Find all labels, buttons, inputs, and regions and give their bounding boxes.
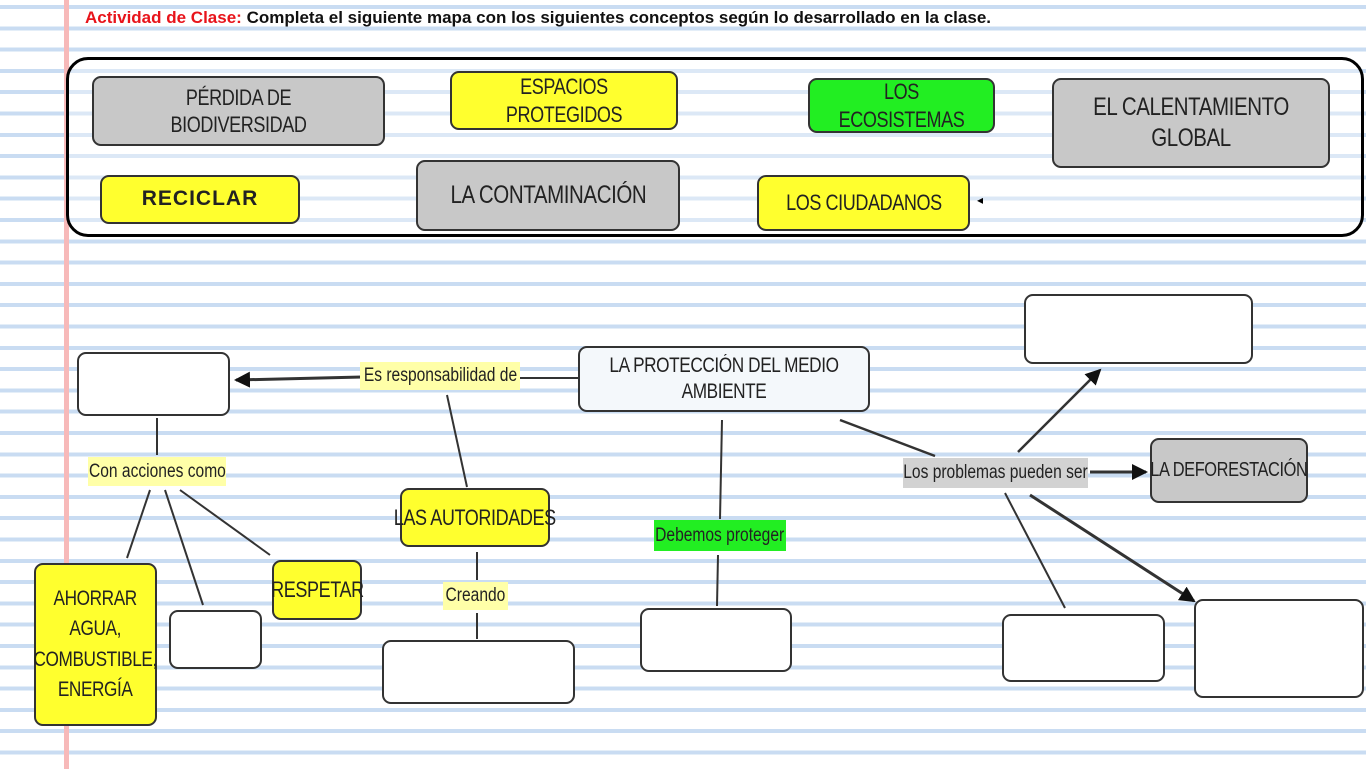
notebook-margin-line xyxy=(64,0,69,769)
concept-contaminacion[interactable]: LA CONTAMINACIÓN xyxy=(416,160,680,231)
node-text: EL CALENTAMIENTO GLOBAL xyxy=(1093,92,1289,152)
node-text: LA PROTECCIÓN DEL MEDIO AMBIENTE xyxy=(609,353,839,403)
title-text: Completa el siguiente mapa con los sigui… xyxy=(246,8,991,27)
blank-box-protect[interactable] xyxy=(640,608,792,672)
node-text: AHORRAR AGUA, COMBUSTIBLE, ENERGÍA xyxy=(33,586,158,701)
node-text: LA CONTAMINACIÓN xyxy=(450,180,646,209)
node-autoridades: LAS AUTORIDADES xyxy=(394,488,556,547)
node-ahorrar: AHORRAR AGUA, COMBUSTIBLE, ENERGÍA xyxy=(33,563,158,726)
blank-box-responsible[interactable] xyxy=(77,352,230,416)
concept-perdida-biodiversidad[interactable]: PÉRDIDA DE BIODIVERSIDAD xyxy=(92,76,385,146)
node-deforestacion: LA DEFORESTACIÓN xyxy=(1150,438,1308,503)
blank-box-creating[interactable] xyxy=(382,640,575,704)
node-text: RESPETAR xyxy=(270,577,364,603)
label-responsabilidad: Es responsabilidad de xyxy=(360,362,520,390)
node-text: ESPACIOS PROTEGIDOS xyxy=(505,74,623,127)
concept-ecosistemas[interactable]: LOS ECOSISTEMAS xyxy=(808,78,995,133)
label-acciones: Con acciones como xyxy=(88,457,226,486)
node-text: RECICLAR xyxy=(141,187,259,211)
node-text: Creando xyxy=(445,585,506,606)
node-respetar: RESPETAR xyxy=(270,560,364,620)
node-text: LOS CIUDADANOS xyxy=(785,190,942,216)
node-text: PÉRDIDA DE BIODIVERSIDAD xyxy=(170,84,307,138)
node-text: Los problemas pueden ser xyxy=(903,462,1088,483)
node-text: Con acciones como xyxy=(88,460,226,482)
node-text: Debemos proteger xyxy=(655,524,785,546)
concept-ciudadanos[interactable]: LOS CIUDADANOS xyxy=(757,175,970,231)
small-arrow-icon: ◂ xyxy=(977,193,984,207)
activity-instructions: Actividad de Clase: Completa el siguient… xyxy=(85,8,991,28)
blank-box-problem-2[interactable] xyxy=(1002,614,1165,682)
node-text: LA DEFORESTACIÓN xyxy=(1150,459,1308,481)
center-node: LA PROTECCIÓN DEL MEDIO AMBIENTE xyxy=(578,346,870,412)
blank-box-problem-3[interactable] xyxy=(1194,599,1364,698)
blank-box-action[interactable] xyxy=(169,610,262,669)
concept-calentamiento-global[interactable]: EL CALENTAMIENTO GLOBAL xyxy=(1052,78,1330,168)
node-text: LAS AUTORIDADES xyxy=(394,504,556,530)
label-proteger: Debemos proteger xyxy=(654,520,786,551)
concept-espacios-protegidos[interactable]: ESPACIOS PROTEGIDOS xyxy=(450,71,678,130)
blank-box-problem-1[interactable] xyxy=(1024,294,1253,364)
node-text: LOS ECOSISTEMAS xyxy=(838,79,965,132)
label-problemas: Los problemas pueden ser xyxy=(903,458,1088,488)
node-text: Es responsabilidad de xyxy=(363,365,517,386)
title-prefix: Actividad de Clase: xyxy=(85,8,242,27)
concept-reciclar[interactable]: RECICLAR xyxy=(100,175,300,224)
label-creando: Creando xyxy=(443,582,508,610)
